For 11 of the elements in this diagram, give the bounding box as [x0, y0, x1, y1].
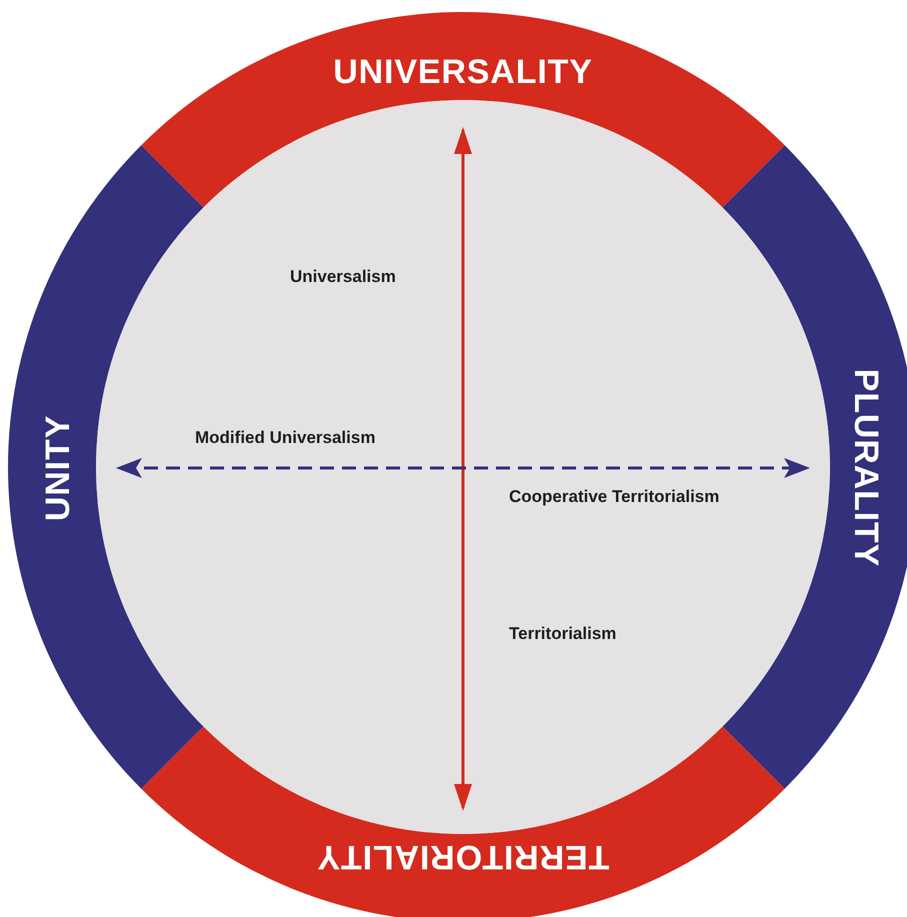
ring-band: [141, 726, 785, 917]
ring-band: [141, 12, 785, 208]
quadrant-label: Cooperative Territorialism: [509, 486, 720, 508]
quadrant-label: Territorialism: [509, 623, 616, 644]
band-title: TERRITORIALITY: [316, 840, 610, 874]
band-title: PLURALITY: [849, 368, 883, 568]
quadrant-label: Universalism: [290, 266, 396, 288]
band-title: UNITY: [41, 414, 75, 522]
ring-band: [722, 145, 907, 789]
band-title: UNIVERSALITY: [333, 55, 593, 89]
quadrant-label: Modified Universalism: [195, 427, 376, 448]
